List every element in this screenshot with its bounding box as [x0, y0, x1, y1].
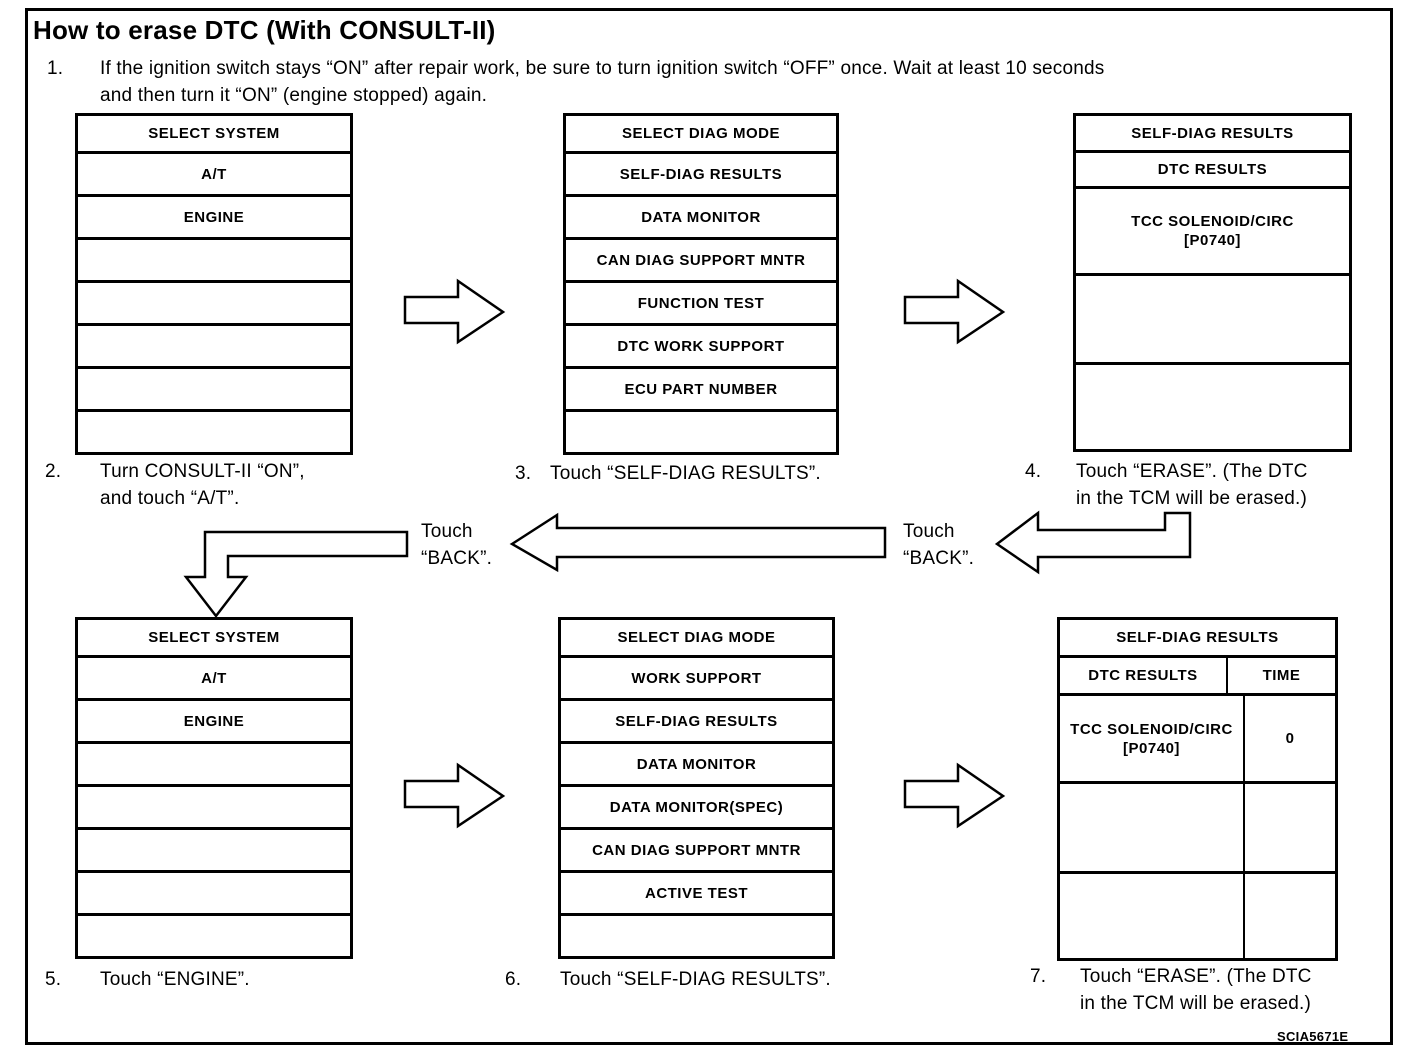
screen-title: SELF-DIAG RESULTS: [1131, 124, 1294, 142]
dtc-result-row: TCC SOLENOID/CIRC [P0740] 0: [1060, 693, 1335, 781]
screen-row: [78, 741, 350, 784]
step-number: 7.: [1030, 966, 1047, 987]
screen-row: [78, 913, 350, 956]
screen-title: SELECT SYSTEM: [148, 125, 280, 142]
step-6: 6. Touch “SELF-DIAG RESULTS”.: [505, 966, 831, 993]
step-text: Touch “ERASE”. (The DTC in the TCM will …: [1080, 966, 1312, 1014]
screen-row: [78, 366, 350, 409]
screen-row: SELF-DIAG RESULTS: [566, 151, 836, 194]
screen-row: SELF-DIAG RESULTS: [561, 698, 832, 741]
step-number: 5.: [45, 969, 62, 990]
dtc-code: [P0740]: [1123, 739, 1180, 757]
screen-title: SELECT DIAG MODE: [621, 125, 780, 142]
screen-row: DATA MONITOR: [561, 741, 832, 784]
screen-row: DTC WORK SUPPORT: [566, 323, 836, 366]
screen-row: [1060, 781, 1335, 871]
step-4: 4. Touch “ERASE”. (The DTC in the TCM wi…: [1025, 458, 1308, 512]
screen-select-diag-mode-top: SELECT DIAG MODE SELF-DIAG RESULTS DATA …: [563, 113, 839, 455]
screen-row: FUNCTION TEST: [566, 280, 836, 323]
step-text: If the ignition switch stays “ON” after …: [100, 58, 1105, 106]
screen-title: SELECT SYSTEM: [148, 629, 280, 646]
screen-row: [78, 827, 350, 870]
screen-row: WORK SUPPORT: [561, 655, 832, 698]
figure-title: How to erase DTC (With CONSULT-II): [33, 15, 496, 45]
screen-row: ENGINE: [78, 194, 350, 237]
screen-row: ENGINE: [78, 698, 350, 741]
screen-select-system-top: SELECT SYSTEM A/T ENGINE: [75, 113, 353, 455]
screen-row: [561, 913, 832, 956]
step-number: 3.: [515, 463, 532, 484]
screen-row: [78, 870, 350, 913]
step-7: 7. Touch “ERASE”. (The DTC in the TCM wi…: [1030, 963, 1312, 1017]
dtc-code: [P0740]: [1184, 232, 1241, 249]
step-5: 5. Touch “ENGINE”.: [45, 966, 250, 993]
step-1: 1. If the ignition switch stays “ON” aft…: [47, 55, 1105, 109]
screen-row: ECU PART NUMBER: [566, 366, 836, 409]
screen-row: [1076, 362, 1349, 449]
step-2: 2. Turn CONSULT-II “ON”, and touch “A/T”…: [45, 458, 305, 512]
screen-title: SELF-DIAG RESULTS: [1116, 629, 1279, 646]
screen-row: CAN DIAG SUPPORT MNTR: [566, 237, 836, 280]
figure-code: SCIA5671E: [1277, 1029, 1349, 1044]
screen-row: [78, 280, 350, 323]
step-3: 3. Touch “SELF-DIAG RESULTS”.: [515, 460, 821, 487]
column-header-row: DTC RESULTS TIME: [1060, 655, 1335, 693]
screen-row: [566, 409, 836, 452]
screen-row: A/T: [78, 151, 350, 194]
time-column-header: TIME: [1262, 667, 1301, 684]
screen-row: [1076, 273, 1349, 362]
screen-select-system-bottom: SELECT SYSTEM A/T ENGINE: [75, 617, 353, 959]
dtc-time-value: 0: [1285, 730, 1295, 747]
screen-row: [78, 237, 350, 280]
dtc-name: TCC SOLENOID/CIRC: [1131, 213, 1294, 230]
step-number: 4.: [1025, 461, 1042, 482]
screen-row: DATA MONITOR: [566, 194, 836, 237]
step-text: Touch “ENGINE”.: [100, 969, 250, 990]
touch-back-label-2: Touch “BACK”.: [903, 521, 975, 569]
step-text: Touch “ERASE”. (The DTC in the TCM will …: [1076, 461, 1308, 509]
screen-subtitle: DTC RESULTS: [1076, 150, 1349, 186]
dtc-name: TCC SOLENOID/CIRC: [1070, 720, 1233, 738]
step-text: Turn CONSULT-II “ON”, and touch “A/T”.: [100, 461, 305, 509]
screen-row: [78, 323, 350, 366]
dtc-result-row: TCC SOLENOID/CIRC [P0740]: [1076, 186, 1349, 273]
screen-row: DATA MONITOR(SPEC): [561, 784, 832, 827]
screen-select-diag-mode-bottom: SELECT DIAG MODE WORK SUPPORT SELF-DIAG …: [558, 617, 835, 959]
step-number: 6.: [505, 969, 522, 990]
screen-row: [78, 784, 350, 827]
figure-border: [25, 8, 1393, 1045]
step-text: Touch “SELF-DIAG RESULTS”.: [560, 969, 831, 990]
screen-row: A/T: [78, 655, 350, 698]
step-number: 2.: [45, 461, 62, 482]
screen-row: [1060, 871, 1335, 958]
screen-title: SELECT DIAG MODE: [617, 629, 776, 646]
screen-row: [78, 409, 350, 452]
step-number: 1.: [47, 58, 64, 79]
screen-self-diag-results-bottom: SELF-DIAG RESULTS DTC RESULTS TIME TCC S…: [1057, 617, 1338, 961]
screen-row: ACTIVE TEST: [561, 870, 832, 913]
step-text: Touch “SELF-DIAG RESULTS”.: [550, 463, 821, 484]
dtc-results-column-header: DTC RESULTS: [1060, 658, 1228, 693]
screen-self-diag-results-top: SELF-DIAG RESULTS DTC RESULTS TCC SOLENO…: [1073, 113, 1352, 452]
screen-row: CAN DIAG SUPPORT MNTR: [561, 827, 832, 870]
touch-back-label-1: Touch “BACK”.: [421, 521, 493, 569]
